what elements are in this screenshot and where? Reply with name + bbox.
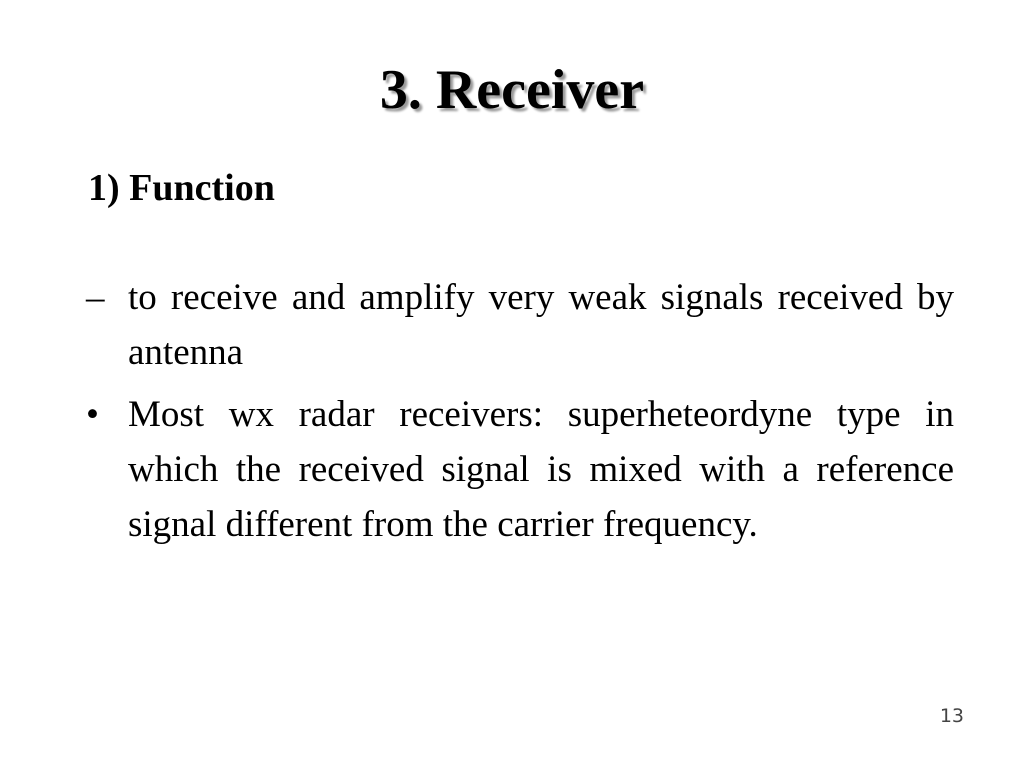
dash-marker: – <box>86 277 105 318</box>
bullet-item-text: Most wx radar receivers: superheteordyne… <box>128 394 954 545</box>
dash-item-text: to receive and amplify very weak signals… <box>128 277 954 373</box>
section-heading: 1) Function <box>88 167 275 209</box>
bullet-marker: • <box>86 394 99 435</box>
bullet-list-item: • Most wx radar receivers: superheteordy… <box>86 387 954 552</box>
dash-list-item: – to receive and amplify very weak signa… <box>86 270 954 380</box>
slide-title: 3. Receiver <box>379 59 645 121</box>
page-number: 13 <box>939 705 964 727</box>
